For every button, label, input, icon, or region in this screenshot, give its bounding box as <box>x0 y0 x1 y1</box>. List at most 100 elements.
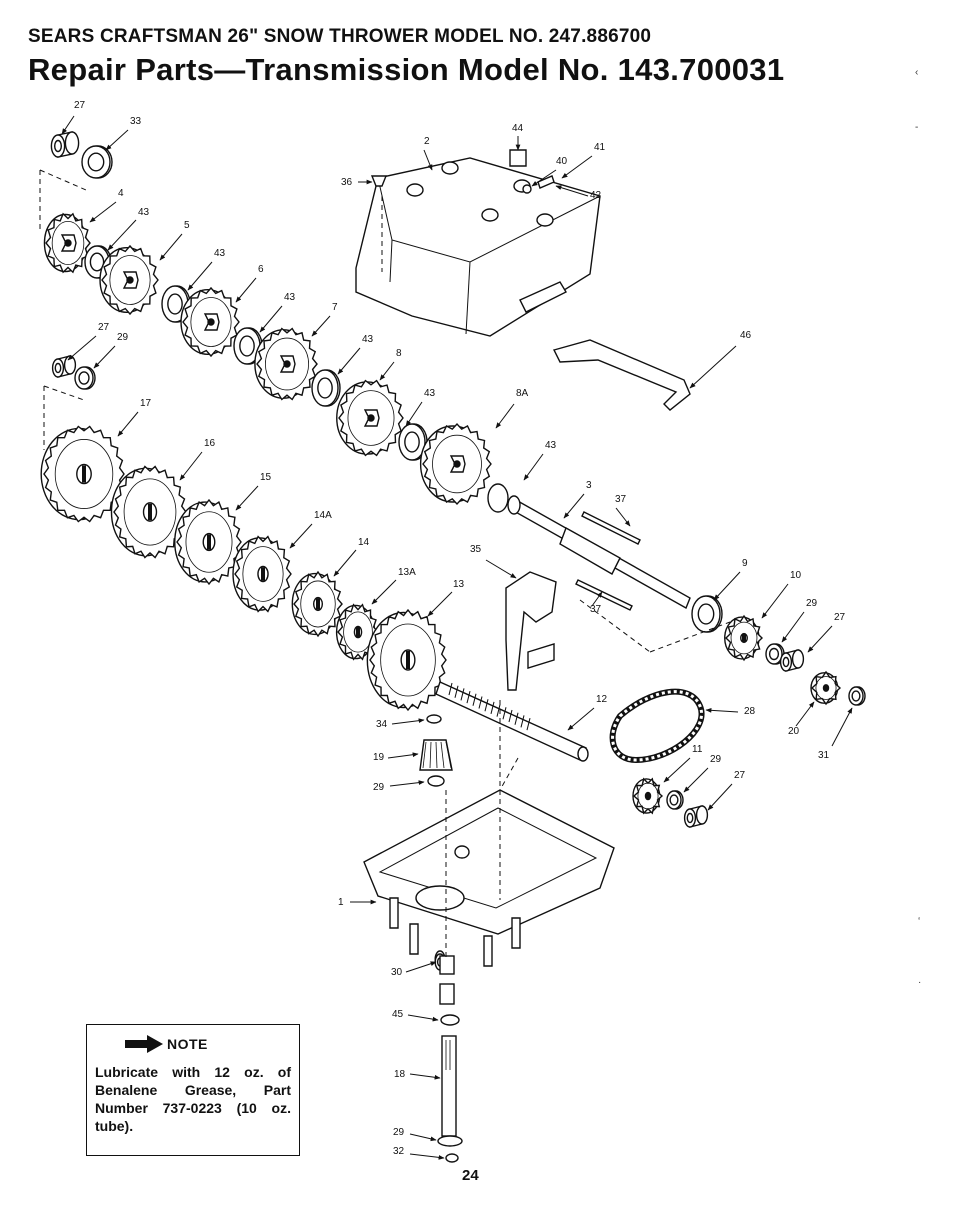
key-part-37 <box>575 579 633 611</box>
chain-part-28 <box>609 688 705 764</box>
shaft-part-18 <box>441 1035 457 1137</box>
washer-part-33 <box>81 145 113 179</box>
bracket-part-46 <box>552 339 691 411</box>
housing-part-1 <box>363 789 615 967</box>
gear-part-14 <box>291 570 343 638</box>
washer-part-34 <box>426 714 442 724</box>
callout-leader-33 <box>105 129 129 151</box>
callout-label-37: 37 <box>615 494 627 505</box>
callout-label-43: 43 <box>138 207 150 218</box>
washer-part-29 <box>427 775 445 787</box>
callout-label-27: 27 <box>834 612 846 623</box>
callout-label-19: 19 <box>373 752 385 763</box>
washer-part-29 <box>74 366 96 390</box>
scan-mark: · <box>918 977 922 988</box>
bevel-gear-part-19 <box>419 739 453 771</box>
callout-label-10: 10 <box>790 570 802 581</box>
page-number: 24 <box>462 1167 479 1184</box>
callout-label-43: 43 <box>424 388 436 399</box>
callout-label-29: 29 <box>373 782 385 793</box>
callout-leader-7 <box>311 315 331 337</box>
callout-leader-29 <box>409 1133 437 1142</box>
callout-label-43: 43 <box>545 440 557 451</box>
callout-leader-31 <box>831 707 853 747</box>
callout-leader-35 <box>485 559 517 579</box>
callout-leader-43 <box>187 261 213 291</box>
scan-mark: - <box>915 122 919 133</box>
callout-label-13: 13 <box>453 579 465 590</box>
bushing-part-27 <box>51 355 77 378</box>
callout-label-34: 34 <box>376 719 388 730</box>
callout-leader-14 <box>333 549 357 577</box>
lubrication-note: NOTE Lubricate with 12 oz. of Benalene G… <box>86 1024 300 1156</box>
shift-fork-part-35 <box>505 571 557 691</box>
callout-leader-2 <box>423 149 433 171</box>
callout-leader-32 <box>409 1153 445 1160</box>
gear-part-13 <box>366 608 447 712</box>
gear-part-4 <box>43 212 91 274</box>
page-subtitle: SEARS CRAFTSMAN 26" SNOW THROWER MODEL N… <box>28 26 652 47</box>
callout-leader-43 <box>259 305 283 333</box>
sprocket-part-10 <box>724 614 764 662</box>
callout-leader-6 <box>235 277 257 303</box>
callout-label-27: 27 <box>74 100 86 111</box>
arrow-right-icon <box>125 1035 163 1053</box>
shaft-part-3 <box>487 483 691 610</box>
callout-label-44: 44 <box>512 123 524 134</box>
bolt-part-36 <box>370 175 388 187</box>
callout-leader-40 <box>531 169 557 187</box>
callout-label-13a: 13A <box>398 567 416 578</box>
callout-leader-42 <box>555 185 589 197</box>
callout-leader-12 <box>567 707 595 731</box>
callout-label-12: 12 <box>596 694 608 705</box>
callout-label-30: 30 <box>391 967 403 978</box>
callout-leader-37 <box>591 591 603 607</box>
callout-label-41: 41 <box>594 142 606 153</box>
callout-leader-43 <box>337 347 361 375</box>
callout-leader-43 <box>405 401 423 427</box>
callout-leader-5 <box>159 233 183 261</box>
callout-label-11: 11 <box>692 744 703 755</box>
washer-part-43 <box>311 369 341 407</box>
page-title: Repair Parts—Transmission Model No. 143.… <box>28 52 785 87</box>
assembly-line <box>499 757 519 791</box>
callout-leader-34 <box>391 718 425 725</box>
note-title: NOTE <box>167 1036 208 1052</box>
scan-mark: ‘ <box>918 916 921 927</box>
callout-label-27: 27 <box>734 770 746 781</box>
assembly-line <box>649 621 731 653</box>
callout-label-40: 40 <box>556 156 568 167</box>
callout-label-8a: 8A <box>516 388 529 399</box>
gear-part-8 <box>336 379 404 457</box>
gear-part-8a <box>419 422 492 506</box>
callout-label-36: 36 <box>341 177 353 188</box>
callout-label-29: 29 <box>806 598 818 609</box>
callout-leader-3 <box>563 493 585 519</box>
callout-leader-18 <box>409 1073 441 1080</box>
callout-leader-11 <box>663 757 691 783</box>
callout-label-29: 29 <box>710 754 722 765</box>
gear-part-5 <box>99 244 159 316</box>
washer-part-43 <box>398 423 428 461</box>
gear-part-16 <box>110 465 187 559</box>
callout-leader-43 <box>107 219 137 251</box>
callout-label-18: 18 <box>394 1069 406 1080</box>
callout-leader-29 <box>93 345 116 369</box>
callout-label-17: 17 <box>140 398 152 409</box>
key-part-37 <box>581 511 641 545</box>
hub-part-20 <box>810 670 842 706</box>
callout-leader-27 <box>807 625 833 653</box>
callout-label-28: 28 <box>744 706 756 717</box>
plug-part-44 <box>509 149 527 167</box>
callout-leader-15 <box>235 485 259 511</box>
callout-leader-27 <box>67 335 97 361</box>
gear-part-7 <box>254 327 318 401</box>
callout-leader-29 <box>781 611 805 643</box>
housing-part-2 <box>355 157 601 337</box>
bushing-part-30 <box>439 955 455 975</box>
callout-label-4: 4 <box>118 188 124 199</box>
callout-label-9: 9 <box>742 558 748 569</box>
callout-label-8: 8 <box>396 348 402 359</box>
callout-leader-29 <box>683 767 709 793</box>
washer-part-29 <box>765 643 785 665</box>
